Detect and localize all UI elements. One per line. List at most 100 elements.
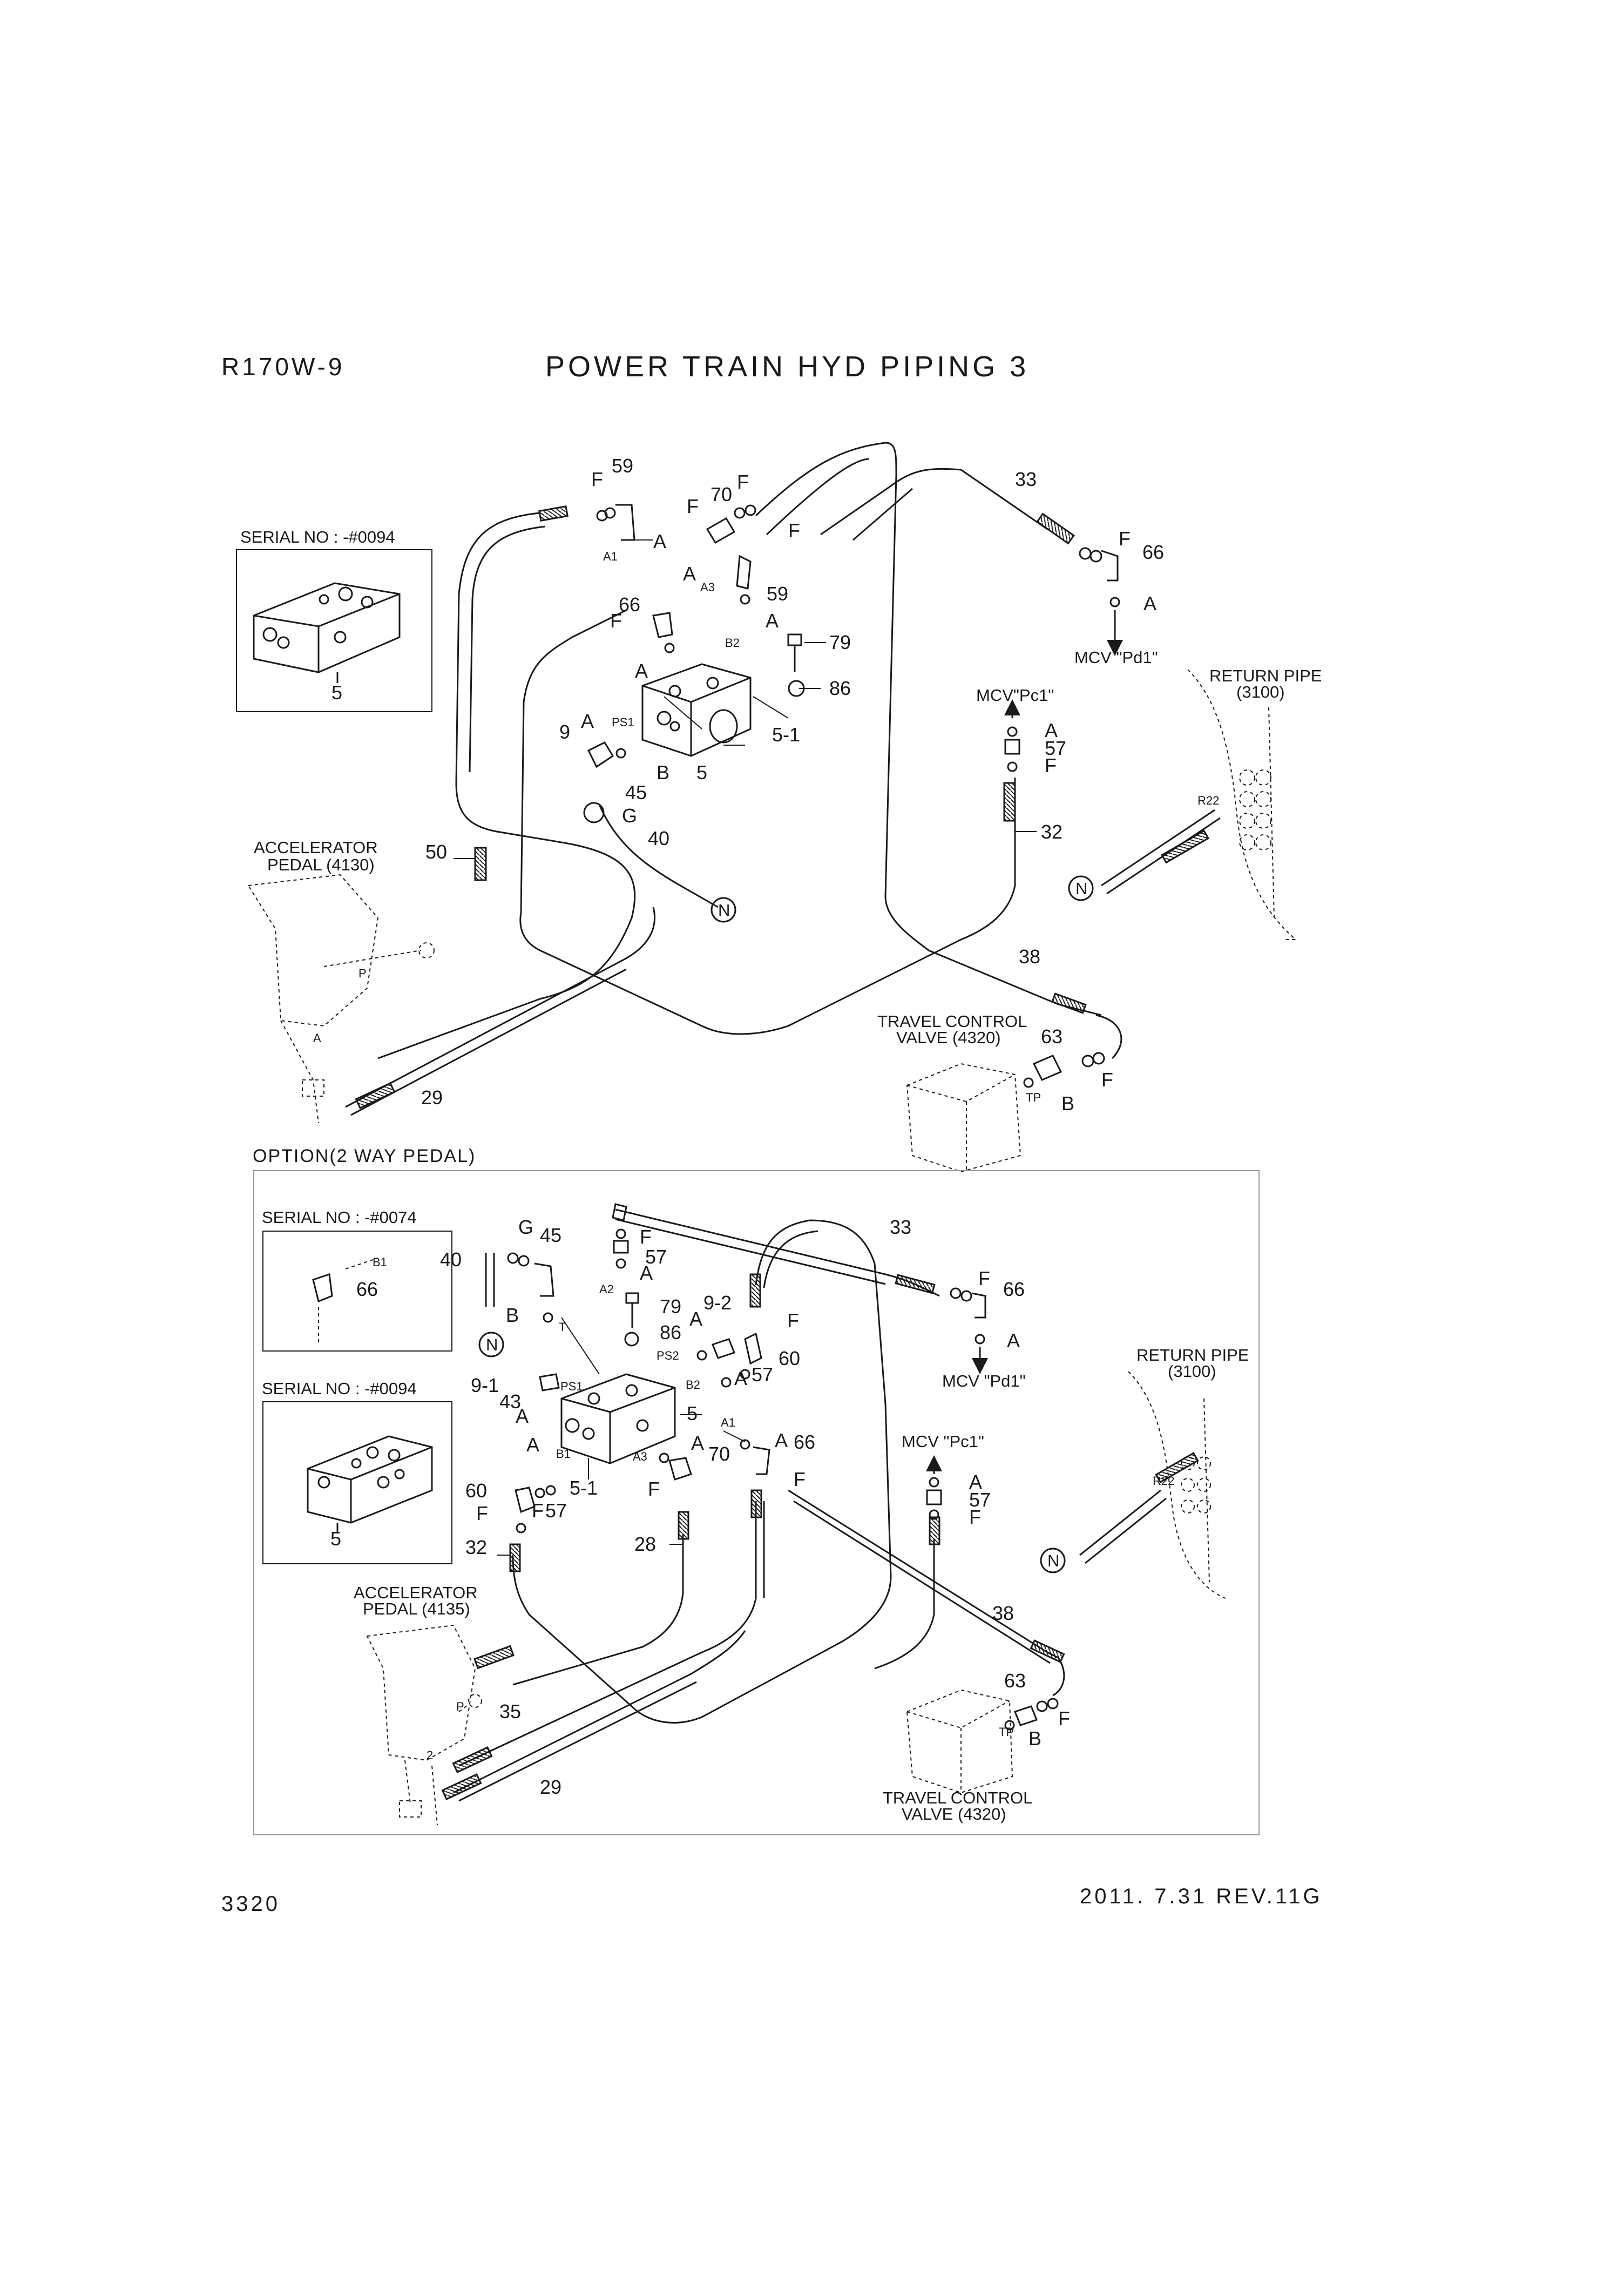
callout-n38: 38 [1019, 945, 1040, 968]
travel-control-valve-4320-sketch [906, 1063, 1021, 1173]
callout-ncirc2: N [1075, 879, 1087, 898]
callout-accel_label_1: ACCELERATOR [354, 1583, 478, 1602]
opt-bolt-79 [625, 1292, 639, 1328]
callout-a7: A [1045, 719, 1058, 741]
callout-n28: 28 [634, 1533, 656, 1555]
fitting-45 [587, 741, 626, 768]
callout-p: P [358, 967, 367, 980]
callout-n63: 63 [1004, 1670, 1026, 1692]
opt-fitting-63 [1004, 1698, 1059, 1731]
callout-ncirc1: N [486, 1335, 498, 1354]
callout-n66a: 66 [619, 593, 640, 616]
opt-hose-38b [788, 1489, 1065, 1697]
callout-a2: A [689, 1308, 702, 1330]
callout-a1port: A1 [603, 550, 618, 563]
opt-fitting-9-1 [539, 1373, 560, 1391]
hose-50 [377, 512, 636, 1059]
callout-n66b: 66 [1003, 1278, 1025, 1300]
top-serial-label: SERIAL NO : -#0094 [240, 528, 395, 546]
callout-ps1: PS1 [560, 1380, 583, 1393]
callout-a6: A [691, 1432, 704, 1454]
callout-return_label_2: (3100) [1168, 1362, 1216, 1381]
fitting-57-top [1004, 699, 1020, 772]
callout-mcv_pc1: MCV "Pc1" [902, 1432, 984, 1451]
top-serial-inset-frame [236, 549, 432, 712]
fitting-59-top [596, 504, 635, 541]
top-assembly [236, 442, 1297, 1173]
callout-p: P [456, 1700, 464, 1713]
callout-a4: A [516, 1405, 529, 1427]
page-title: POWER TRAIN HYD PIPING 3 [545, 350, 1030, 383]
opt-fitting-9-2 [696, 1338, 735, 1361]
callout-n60b: 60 [465, 1480, 487, 1502]
callout-n9: 9 [559, 721, 570, 743]
callout-n57: 57 [1045, 737, 1066, 759]
option-callouts: SERIAL NO : -#0074 66 B1 SERIAL NO : -#0… [262, 1208, 1249, 1823]
callout-b3: B [1061, 1092, 1074, 1114]
connector-n-top-1 [710, 897, 736, 923]
callout-n59b: 59 [767, 583, 788, 605]
callout-n50: 50 [425, 841, 447, 863]
opt-fitting-66a [740, 1439, 770, 1475]
fitting-63-top [1023, 1052, 1105, 1088]
callout-n32: 32 [1041, 821, 1063, 843]
callout-accel_label_2: PEDAL (4135) [363, 1599, 470, 1618]
top-travel-label-2: VALVE (4320) [896, 1028, 1001, 1047]
callout-g: G [518, 1216, 533, 1238]
top-travel-label-1: TRAVEL CONTROL [877, 1012, 1027, 1031]
callout-tp: TP [999, 1725, 1014, 1739]
callout-a7: A [526, 1434, 539, 1456]
callout-f1: F [591, 468, 603, 490]
opt-fitting-60a [721, 1332, 762, 1388]
callout-n66a: 66 [794, 1431, 815, 1453]
callout-n66b: 66 [1142, 541, 1164, 563]
callout-a1: A [640, 1262, 653, 1284]
option-serial-inset-1-frame [262, 1231, 452, 1352]
return-pipe-3100-sketch [1187, 669, 1297, 940]
date-revision: 2011. 7.31 REV.11G [1080, 1884, 1323, 1908]
callout-b2port: B2 [725, 636, 740, 650]
hose-32 [519, 609, 1016, 1035]
callout-ps2: PS2 [657, 1349, 679, 1362]
hose-38 [755, 442, 1102, 1016]
callout-a9: A [969, 1471, 982, 1493]
callout-n29: 29 [421, 1086, 443, 1109]
opt-hose-35 [458, 1501, 757, 1767]
callout-a3: A [766, 610, 779, 632]
callout-a8: A [1007, 1329, 1020, 1352]
opt-washer-86 [624, 1332, 639, 1347]
callout-n32: 32 [465, 1536, 487, 1558]
callout-n57d: 57 [969, 1489, 991, 1511]
fitting-66-top-right [1079, 547, 1123, 656]
callout-n45: 45 [625, 781, 647, 803]
callout-n79: 79 [829, 631, 851, 653]
callout-inset1_part: 66 [356, 1278, 378, 1300]
callout-n59a: 59 [612, 455, 633, 477]
callout-n91: 9-1 [471, 1374, 499, 1396]
callout-n29: 29 [540, 1776, 561, 1798]
opt-fitting-45 [507, 1252, 554, 1323]
callout-n45: 45 [540, 1224, 561, 1246]
callout-f5: F [610, 610, 622, 632]
fitting-59b [736, 555, 752, 605]
valve-block-inset-sketch [253, 582, 401, 683]
callout-r22: R22 [1197, 794, 1219, 807]
callout-f6: F [1119, 528, 1131, 550]
callout-n70: 70 [708, 1443, 730, 1465]
callout-inset2_part: 5 [330, 1528, 341, 1550]
callout-mcv_pd1: MCV "Pd1" [942, 1372, 1026, 1390]
opt-fitting-57 [612, 1203, 629, 1269]
callout-f3: F [737, 471, 749, 493]
callout-a3port: A3 [633, 1450, 647, 1463]
callout-n57a: 57 [645, 1246, 667, 1268]
callout-n86: 86 [829, 677, 851, 699]
top-mcv-pc1-label: MCV"Pc1" [976, 686, 1054, 705]
page-number: 3320 [221, 1892, 280, 1916]
valve-block-5 [641, 663, 752, 757]
opt-hose-38 [512, 1219, 892, 1724]
callout-a1port: A1 [721, 1416, 735, 1429]
callout-n57b: 57 [752, 1363, 773, 1386]
opt-connector-n-2 [1040, 1548, 1066, 1573]
callout-a3: A [734, 1367, 747, 1389]
